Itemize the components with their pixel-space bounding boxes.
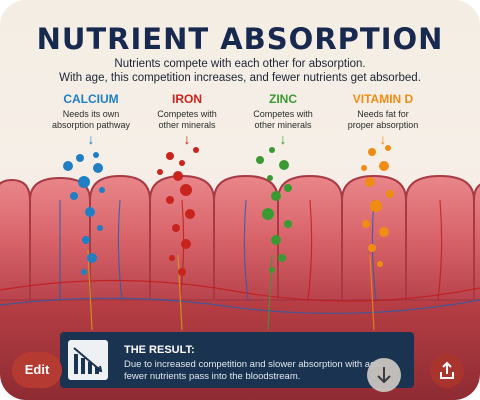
mineral-name: IRON [172,92,202,106]
result-text: Due to increased competition and slower … [124,359,408,383]
mineral-name: CALCIUM [63,92,119,106]
mineral-desc: Needs fat for [357,109,409,119]
mineral-desc: proper absorption [347,120,419,130]
result-panel: THE RESULT: Due to increased competition… [60,332,414,388]
share-button[interactable] [430,354,464,388]
arrow-down-icon [377,367,391,384]
mineral-desc: other minerals [254,120,312,130]
mineral-name: ZINC [269,92,297,106]
vitamin-d-particles [361,145,394,267]
result-line: Due to increased competition and slower … [124,359,384,370]
mineral-desc: Competes with [157,109,217,119]
villi [0,174,480,301]
arrow-down-icon: ↓ [87,131,95,147]
result-title: THE RESULT: [124,344,195,356]
zinc-particles [256,147,292,273]
arrow-down-icon: ↓ [379,131,387,147]
mineral-desc: Competes with [253,109,313,119]
mineral-calcium: CALCIUM Needs its own absorption pathway… [41,92,141,147]
mineral-vitamin-d: VITAMIN D Needs fat for proper absorptio… [333,92,433,147]
mineral-desc: absorption pathway [51,120,131,130]
download-button[interactable] [367,358,401,392]
iron-particles [157,147,199,276]
chart-decline-icon [68,340,108,380]
mineral-desc: Needs its own [62,109,120,119]
share-icon [440,361,454,379]
mineral-zinc: ZINC Competes with other minerals ↓ [233,92,333,147]
mineral-iron: IRON Competes with other minerals ↓ [137,92,237,147]
arrow-down-icon: ↓ [183,131,191,147]
arrow-down-icon: ↓ [279,131,287,147]
capillaries [0,199,480,331]
calcium-particles [63,152,105,275]
infographic-title: NUTRIENT ABSORPTION [36,22,444,56]
edit-button[interactable]: Edit [12,352,62,388]
result-line: fewer nutrients pass into the bloodstrea… [124,371,301,382]
mineral-desc: other minerals [158,120,216,130]
infographic-subtitle-2: With age, this competition increases, an… [59,72,421,84]
mineral-name: VITAMIN D [352,92,414,106]
infographic-subtitle-1: Nutrients compete with each other for ab… [114,58,366,70]
